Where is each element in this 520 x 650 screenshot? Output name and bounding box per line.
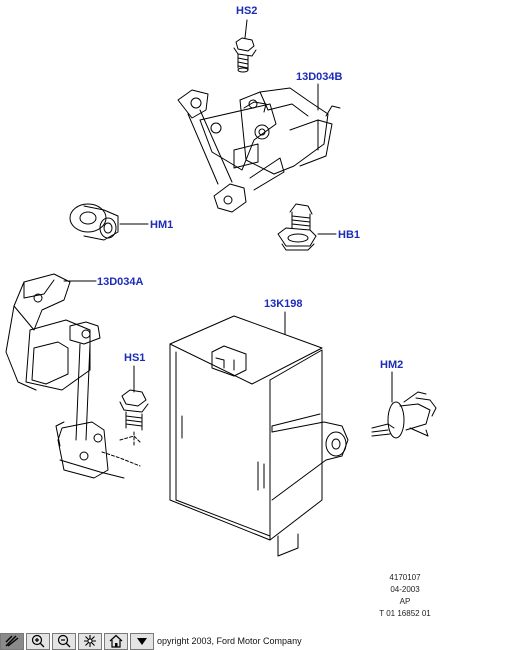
reference-code: AP	[399, 597, 411, 606]
pushpin-hm2	[371, 391, 437, 439]
home-button[interactable]	[104, 632, 128, 650]
callout-hs2: HS2	[236, 5, 257, 17]
callout-13d034b: 13D034B	[296, 71, 343, 83]
home-icon	[109, 634, 123, 648]
copyright-notice: opyright 2003, Ford Motor Company	[157, 636, 302, 646]
zoom-in-icon	[31, 634, 45, 648]
dropdown-icon	[137, 638, 147, 645]
select-button[interactable]	[0, 632, 24, 650]
dropdown-button[interactable]	[130, 632, 154, 650]
fit-icon	[84, 635, 96, 647]
bracket-13d034b	[177, 87, 341, 213]
reference-id: T 01 16852 01	[379, 609, 431, 618]
callout-hm2: HM2	[380, 359, 403, 371]
select-icon	[5, 635, 19, 647]
parts-diagram: HS2 13D034B HM1 HB1 13D034A 13K198 HS1 H…	[5, 5, 437, 557]
callout-13d034a: 13D034A	[97, 276, 144, 288]
nut-hm1	[69, 203, 119, 241]
screw-hs2	[233, 37, 257, 73]
bolt-hb1	[277, 203, 317, 251]
illustration-reference: 4170107 04-2003 AP T 01 16852 01	[360, 572, 450, 620]
reference-number: 4170107	[389, 573, 421, 582]
zoom-out-icon	[57, 634, 71, 648]
module-13k198	[169, 315, 349, 557]
callout-13k198: 13K198	[264, 298, 303, 310]
zoom-in-button[interactable]	[26, 632, 50, 650]
callout-hm1: HM1	[150, 219, 173, 231]
callout-hb1: HB1	[338, 229, 360, 241]
fit-button[interactable]	[78, 632, 102, 650]
zoom-out-button[interactable]	[52, 632, 76, 650]
callout-hs1: HS1	[124, 352, 145, 364]
screw-hs1	[119, 389, 149, 447]
viewer-toolbar: opyright 2003, Ford Motor Company	[0, 632, 520, 650]
bracket-13d034a	[5, 273, 141, 479]
reference-date: 04-2003	[390, 585, 420, 594]
